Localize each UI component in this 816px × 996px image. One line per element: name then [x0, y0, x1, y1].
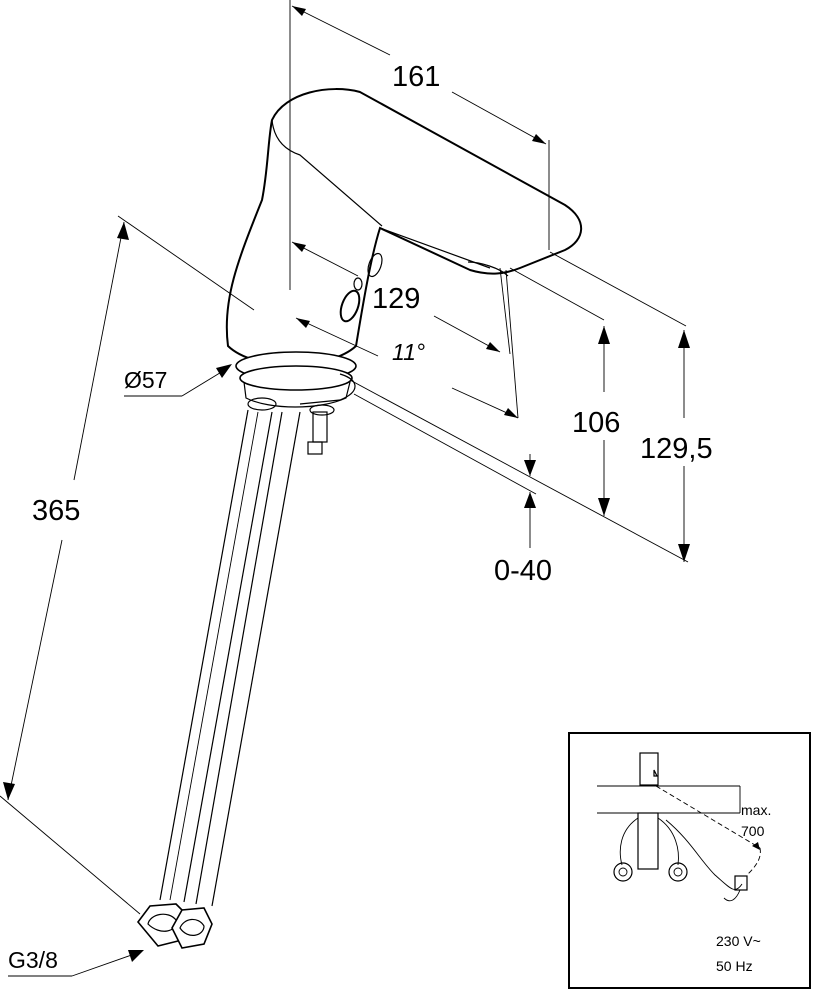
leader-connection-thread: [8, 950, 144, 977]
dim-label-hose-length: 365: [32, 495, 80, 527]
leader-base-diameter: [124, 364, 232, 397]
dimension-spout-height: [509, 267, 610, 516]
faucet-body: [225, 88, 583, 366]
inset-cable-label: max.: [741, 802, 771, 818]
dim-label-deck-thickness: 0-40: [494, 555, 552, 587]
mounting-base: [235, 351, 357, 455]
dimension-spout-length: [291, 241, 511, 355]
inset-voltage: 230 V~: [716, 933, 761, 949]
dim-label-spout-length: 129: [372, 283, 420, 315]
inset-frequency: 50 Hz: [716, 958, 753, 974]
dim-label-total-height: 129,5: [640, 433, 713, 465]
installation-inset: [568, 732, 811, 989]
inset-cable-value: 700: [741, 823, 765, 839]
dimension-hose-length: [0, 215, 255, 915]
connection-nuts: [136, 903, 213, 949]
dimension-deck-thickness: [524, 454, 536, 548]
dim-label-base-diameter: Ø57: [124, 367, 167, 393]
dim-label-reach: 161: [392, 61, 440, 93]
dim-label-spout-height: 106: [572, 407, 620, 439]
dim-label-connection-thread: G3/8: [8, 947, 58, 973]
dimension-angle: [295, 269, 519, 419]
dim-label-angle: 11°: [392, 339, 425, 365]
dimension-total-height: [549, 251, 690, 562]
supply-hoses: [159, 409, 301, 907]
deck-surface: [349, 379, 689, 563]
dimension-reach: [289, 0, 550, 290]
